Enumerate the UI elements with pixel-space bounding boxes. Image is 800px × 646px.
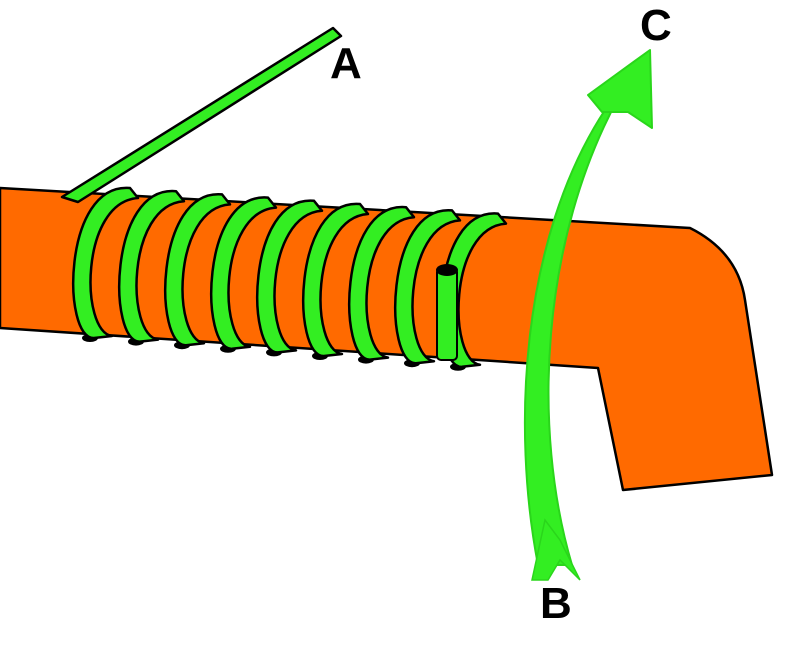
arrow-head	[587, 49, 653, 129]
label-b: B	[540, 579, 572, 628]
coil-turn-6	[302, 202, 370, 358]
coil-turn-1	[72, 186, 140, 340]
wire-end-cap	[436, 264, 458, 276]
coil-turn-3	[164, 193, 232, 347]
coil-turn-2	[118, 189, 186, 343]
coil-turn-4	[210, 196, 278, 351]
orange-core	[0, 186, 774, 492]
coil-turn-8	[394, 209, 462, 365]
coil-turn-7	[348, 205, 416, 361]
arrow-tail-fork	[531, 518, 581, 581]
coil-front-turns	[72, 186, 508, 369]
label-a: A	[330, 39, 362, 88]
lead-wire-a	[60, 26, 343, 204]
coil-turn-5	[256, 199, 324, 354]
label-c: C	[640, 1, 672, 50]
wire-end-tab	[436, 267, 458, 361]
curved-arrow-b-to-c	[523, 49, 653, 581]
